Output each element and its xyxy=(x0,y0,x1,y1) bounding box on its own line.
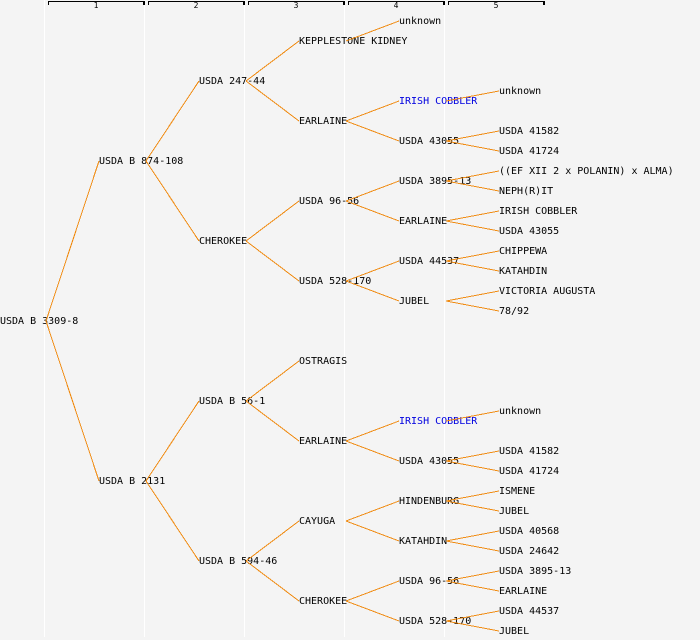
pedigree-node: USDA 528-170 xyxy=(399,616,472,627)
connector-line xyxy=(345,600,400,622)
pedigree-node: EARLAINE xyxy=(499,586,548,597)
generation-header-3: 3 xyxy=(248,1,345,10)
generation-header-4: 4 xyxy=(348,1,445,10)
pedigree-node: USDA B 594-46 xyxy=(199,556,278,567)
column-separator xyxy=(44,0,45,637)
pedigree-node: NEPH(R)IT xyxy=(499,186,554,197)
pedigree-node: USDA B 56-1 xyxy=(199,396,266,407)
pedigree-node: EARLAINE xyxy=(299,436,348,447)
pedigree-node: EARLAINE xyxy=(299,116,348,127)
pedigree-node: KATAHDIN xyxy=(499,266,548,277)
connector-line xyxy=(345,120,400,142)
connector-line xyxy=(145,160,200,242)
pedigree-node: unknown xyxy=(399,16,442,27)
connector-line xyxy=(45,160,100,322)
connector-line xyxy=(245,200,300,242)
column-separator xyxy=(144,0,145,637)
pedigree-node: USDA B 2131 xyxy=(99,476,166,487)
connector-line xyxy=(445,210,500,222)
pedigree-node: JUBEL xyxy=(499,506,530,517)
pedigree-node: USDA 528-170 xyxy=(299,276,372,287)
connector-line xyxy=(445,300,500,312)
pedigree-node: USDA 41582 xyxy=(499,126,560,137)
pedigree-node: USDA 44537 xyxy=(499,606,560,617)
connector-line xyxy=(345,520,400,542)
pedigree-node: ((EF XII 2 x POLANIN) x ALMA) xyxy=(499,166,674,177)
pedigree-node: USDA 43055 xyxy=(399,136,460,147)
pedigree-node: USDA 3895-13 xyxy=(399,176,472,187)
pedigree-node: USDA 96-56 xyxy=(399,576,460,587)
pedigree-node: USDA 24642 xyxy=(499,546,560,557)
connector-line xyxy=(145,480,200,562)
connector-line xyxy=(345,440,400,462)
pedigree-node: CHIPPEWA xyxy=(499,246,548,257)
pedigree-node: USDA 3895-13 xyxy=(499,566,572,577)
pedigree-node: USDA 41724 xyxy=(499,466,560,477)
pedigree-node: CHEROKEE xyxy=(199,236,248,247)
connector-line xyxy=(445,220,500,232)
pedigree-node: USDA 43055 xyxy=(499,226,560,237)
pedigree-node: USDA 44537 xyxy=(399,256,460,267)
connector-line xyxy=(345,420,400,442)
connector-line xyxy=(145,400,200,482)
connector-line xyxy=(245,520,300,562)
column-separator xyxy=(344,0,345,637)
pedigree-node: CHEROKEE xyxy=(299,596,348,607)
pedigree-node: USDA 43055 xyxy=(399,456,460,467)
generation-label: 4 xyxy=(393,1,399,10)
pedigree-node: EARLAINE xyxy=(399,216,448,227)
connector-line xyxy=(245,40,300,82)
connector-line xyxy=(445,540,500,552)
connector-line xyxy=(345,500,400,522)
pedigree-node: USDA 41582 xyxy=(499,446,560,457)
pedigree-node: IRISH COBBLER xyxy=(499,206,578,217)
column-separator xyxy=(244,0,245,637)
connector-line xyxy=(245,360,300,402)
pedigree-node: ISMENE xyxy=(499,486,536,497)
pedigree-link[interactable]: IRISH COBBLER xyxy=(399,96,478,107)
pedigree-node: VICTORIA AUGUSTA xyxy=(499,286,596,297)
pedigree-node: KEPPLESTONE KIDNEY xyxy=(299,36,408,47)
generation-header-2: 2 xyxy=(148,1,245,10)
column-separator xyxy=(444,0,445,637)
pedigree-node: USDA B 874-108 xyxy=(99,156,184,167)
pedigree-node: KATAHDIN xyxy=(399,536,448,547)
generation-label: 3 xyxy=(293,1,299,10)
pedigree-node: unknown xyxy=(499,86,542,97)
generation-label: 1 xyxy=(93,1,99,10)
pedigree-node: OSTRAGIS xyxy=(299,356,348,367)
connector-line xyxy=(445,290,500,302)
pedigree-link[interactable]: IRISH COBBLER xyxy=(399,416,478,427)
pedigree-node: unknown xyxy=(499,406,542,417)
generation-label: 5 xyxy=(493,1,499,10)
pedigree-node: 78/92 xyxy=(499,306,530,317)
connector-line xyxy=(445,530,500,542)
generation-header-1: 1 xyxy=(48,1,145,10)
pedigree-node: JUBEL xyxy=(399,296,430,307)
pedigree-node: USDA 40568 xyxy=(499,526,560,537)
pedigree-node: JUBEL xyxy=(499,626,530,637)
pedigree-node: USDA 247-44 xyxy=(199,76,266,87)
pedigree-node: HINDENBURG xyxy=(399,496,460,507)
connector-line xyxy=(145,80,200,162)
pedigree-node: CAYUGA xyxy=(299,516,336,527)
connector-line xyxy=(45,320,100,482)
connector-line xyxy=(245,240,300,282)
generation-header-5: 5 xyxy=(448,1,545,10)
pedigree-node: USDA 41724 xyxy=(499,146,560,157)
generation-label: 2 xyxy=(193,1,199,10)
connector-line xyxy=(345,100,400,122)
pedigree-root: USDA B 3309-8 xyxy=(0,316,79,327)
connector-line xyxy=(345,580,400,602)
pedigree-node: USDA 96-56 xyxy=(299,196,360,207)
